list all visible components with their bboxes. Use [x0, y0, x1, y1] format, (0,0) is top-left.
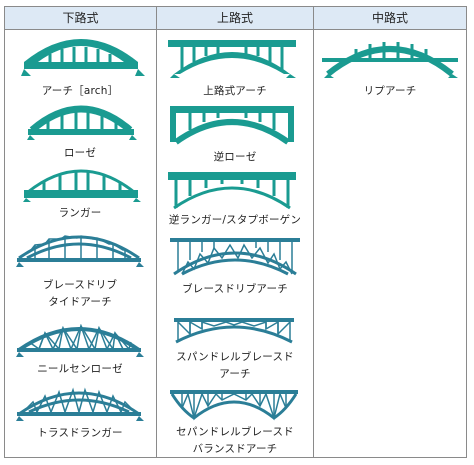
- spandrel-braced-arch-diagram: [174, 318, 294, 344]
- braced-rib-tied-arch-diagram: [16, 235, 144, 267]
- deck-braced-rib-arch-diagram: [170, 238, 300, 276]
- label-nielsen-lohse: ニールセンローゼ: [37, 363, 123, 375]
- label-deck-braced-rib-arch: ブレースドリブアーチ: [182, 283, 288, 295]
- label-deck-arch: 上路式アーチ: [203, 85, 267, 97]
- header-half-through: 中路式: [314, 7, 466, 30]
- label-arch: アーチ［arch］: [41, 85, 119, 97]
- langer-bridge-diagram: [23, 169, 141, 202]
- label-inverted-lohse: 逆ローゼ: [213, 151, 257, 163]
- label-spandrel-braced-arch-2: アーチ: [219, 368, 251, 380]
- lohse-bridge-diagram: [27, 105, 137, 140]
- nielsen-lohse-bridge-diagram: [16, 323, 144, 357]
- header-deck: 上路式: [157, 7, 313, 30]
- label-trussed-langer: トラスドランガー: [37, 427, 123, 439]
- arch-bridge-diagram: [21, 39, 145, 76]
- header-through: 下路式: [5, 7, 156, 30]
- label-braced-rib-tied-arch-2: タイドアーチ: [48, 296, 112, 308]
- label-lohse: ローゼ: [63, 147, 97, 159]
- label-langer: ランガー: [58, 207, 102, 219]
- label-spandrel-braced-arch-1: スパンドレルブレースド: [176, 351, 294, 363]
- label-spandrel-braced-balanced-arch-1: セパンドレルブレースド: [176, 426, 294, 438]
- inverted-lohse-bridge-diagram: [170, 106, 294, 145]
- trussed-langer-bridge-diagram: [16, 387, 144, 421]
- label-spandrel-braced-balanced-arch-2: バランスドアーチ: [192, 443, 278, 455]
- label-inverted-langer: 逆ランガー/スタプボーゲン: [168, 214, 302, 226]
- spandrel-braced-balanced-arch-diagram: [170, 390, 298, 421]
- deck-arch-bridge-diagram: [168, 40, 296, 78]
- column-divider-1: [156, 7, 157, 457]
- inverted-langer-bridge-diagram: [168, 172, 296, 210]
- label-rib-arch: リプアーチ: [363, 85, 417, 97]
- label-braced-rib-tied-arch-1: ブレースドリブ: [42, 279, 118, 291]
- rib-arch-bridge-diagram: [322, 42, 458, 78]
- bridge-type-table: 下路式 上路式 中路式: [4, 6, 467, 458]
- column-divider-2: [313, 7, 314, 457]
